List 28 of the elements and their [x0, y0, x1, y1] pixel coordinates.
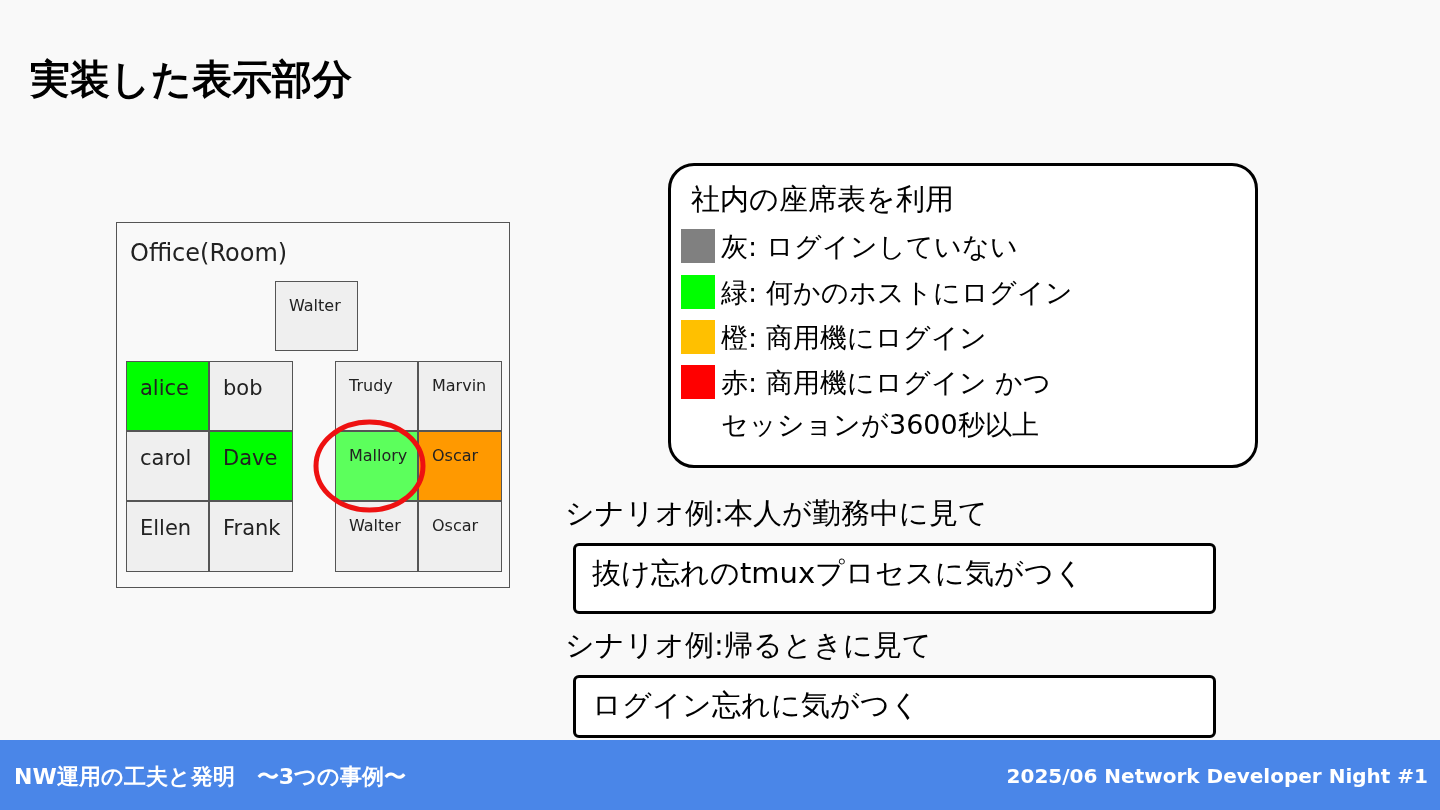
legend-text: 赤: 商用機にログイン かつセッションが3600秒以上 — [721, 366, 1053, 442]
scenario-box: ログイン忘れに気がつく — [573, 675, 1216, 738]
seat-box: carol — [126, 431, 209, 501]
legend-text: 灰: ログインしていない — [721, 230, 1019, 264]
seat-box: Walter — [275, 281, 358, 351]
footer-event: 2025/06 Network Developer Night #1 — [1006, 764, 1428, 788]
seat-box: Marvin — [418, 361, 502, 431]
room-frame — [116, 222, 510, 588]
seat-box: alice — [126, 361, 209, 431]
seat-box: bob — [209, 361, 293, 431]
seat-box: Oscar — [418, 501, 502, 572]
seat-box: Frank — [209, 501, 293, 572]
scenario-heading: シナリオ例:本人が勤務中に見て — [565, 495, 988, 532]
room-name: Office(Room) — [130, 239, 288, 267]
seat-box: Dave — [209, 431, 293, 501]
seat-box: Ellen — [126, 501, 209, 572]
legend-heading: 社内の座席表を利用 — [691, 181, 954, 218]
seat-box: Mallory — [335, 431, 418, 501]
footer-title: NW運用の工夫と発明 〜3つの事例〜 — [14, 763, 406, 791]
scenario-heading: シナリオ例:帰るときに見て — [565, 627, 932, 664]
legend-text: 緑: 何かのホストにログイン — [721, 276, 1074, 310]
seat-box: Trudy — [335, 361, 418, 431]
slide-title: 実装した表示部分 — [30, 55, 352, 104]
scenario-box: 抜け忘れのtmuxプロセスに気がつく — [573, 543, 1216, 614]
seat-box: Oscar — [418, 431, 502, 501]
legend-panel — [668, 163, 1258, 468]
seat-box: Walter — [335, 501, 418, 572]
legend-text: 橙: 商用機にログイン — [721, 321, 988, 355]
